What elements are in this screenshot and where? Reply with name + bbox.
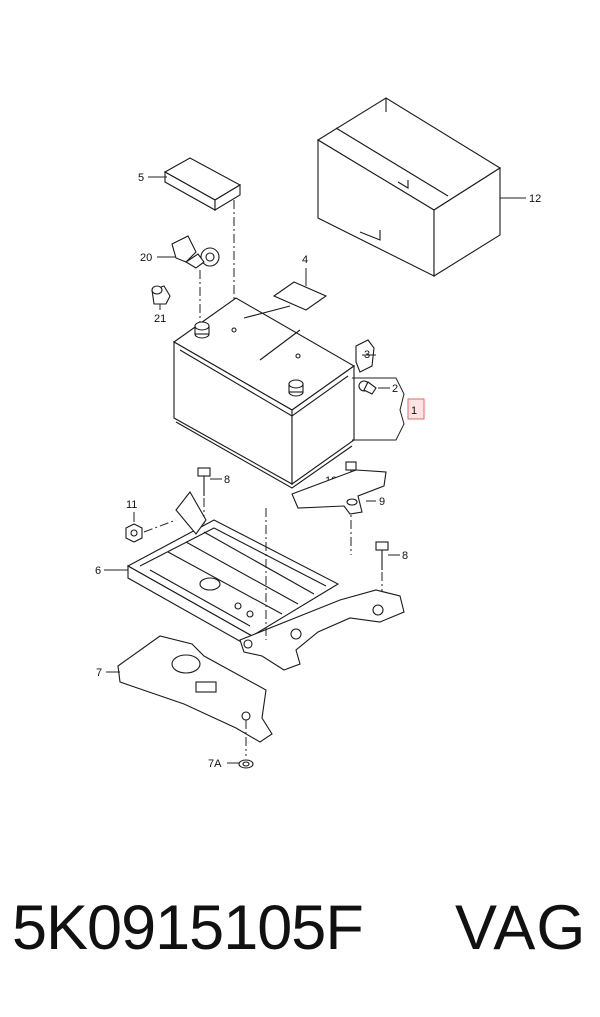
callout-7a: 7A bbox=[208, 758, 222, 770]
callout-8-upper: 8 bbox=[224, 474, 230, 486]
part-11-nut: 11 bbox=[125, 499, 177, 543]
part-21-cap: 21 bbox=[151, 285, 171, 325]
callout-9: 9 bbox=[379, 496, 385, 508]
part-12-battery-cover: 12 bbox=[316, 97, 541, 277]
part-7a-washer: 7A bbox=[208, 758, 254, 770]
part-7-support: 7 bbox=[96, 635, 273, 756]
part-5-terminal-cover: 5 bbox=[138, 157, 242, 330]
part-9-clamping-plate: 9 bbox=[291, 469, 387, 515]
callout-20: 20 bbox=[140, 252, 152, 264]
callout-6: 6 bbox=[95, 565, 101, 577]
part-3-terminal-cap: 3 bbox=[355, 339, 376, 373]
part-6-battery-tray: 6 bbox=[95, 491, 340, 649]
callout-1: 1 bbox=[411, 405, 417, 417]
callout-21: 21 bbox=[154, 313, 166, 325]
part-2-plug: 2 bbox=[358, 380, 398, 395]
caption: 5K0915105F VAG bbox=[0, 884, 600, 984]
part-4-label: 4 bbox=[272, 254, 328, 311]
callout-4: 4 bbox=[302, 254, 308, 266]
parts-diagram: 12 5 20 21 4 bbox=[95, 97, 541, 770]
part-number: 5K0915105F bbox=[12, 893, 364, 963]
part-20-terminal-clamp: 20 bbox=[140, 235, 220, 330]
part-tray-bracket bbox=[239, 508, 405, 671]
callout-7: 7 bbox=[96, 667, 102, 679]
callout-2: 2 bbox=[392, 383, 398, 395]
callout-12: 12 bbox=[529, 193, 541, 205]
callout-8-right: 8 bbox=[402, 550, 408, 562]
callout-5: 5 bbox=[138, 172, 144, 184]
callout-11: 11 bbox=[126, 499, 137, 511]
part-1-battery: 1 bbox=[172, 297, 425, 489]
brand-name: VAG bbox=[455, 893, 587, 963]
callout-3: 3 bbox=[364, 349, 370, 361]
